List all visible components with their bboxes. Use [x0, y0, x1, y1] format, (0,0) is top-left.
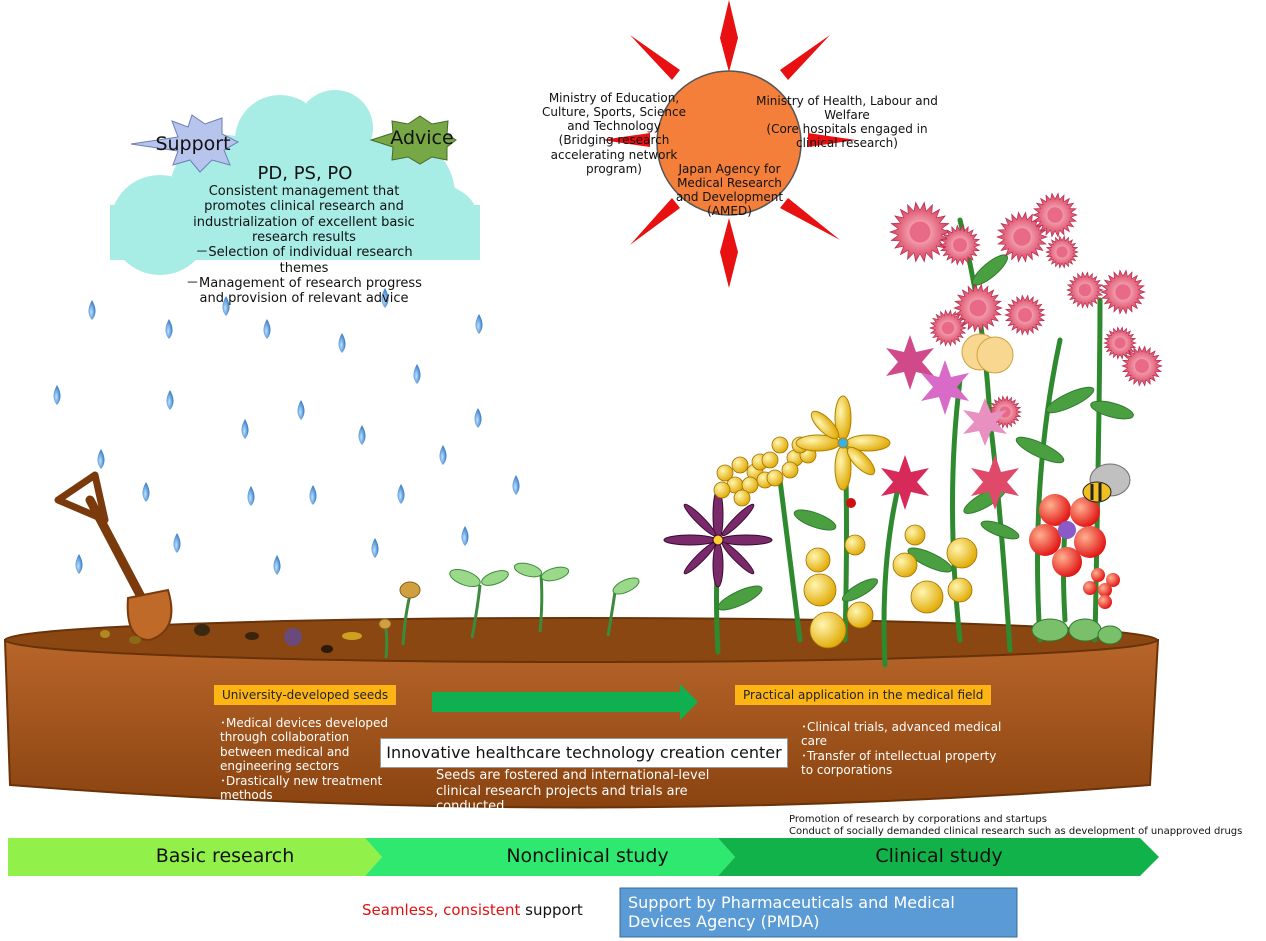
gold-berry [734, 490, 750, 506]
pompom-center [1135, 359, 1149, 373]
gold-fruit [810, 612, 846, 648]
rain-drop [89, 300, 96, 320]
gold-fruit [947, 538, 977, 568]
rain-drop [76, 554, 83, 574]
rain-drop [310, 485, 317, 505]
seamless-support-text: Seamless, consistent support [362, 901, 583, 919]
pompom-center [1115, 284, 1130, 299]
purple-daisy [664, 489, 772, 587]
promotion-notes: Promotion of research by corporations an… [789, 814, 1242, 838]
cloud-description: Consistent management that promotes clin… [180, 184, 428, 307]
advice-badge-label: Advice [382, 127, 462, 149]
gold-fruit [845, 535, 865, 555]
ladybug [846, 498, 856, 508]
rain-drop [298, 400, 305, 420]
pompom-center [910, 222, 931, 243]
gold-berry [767, 470, 783, 486]
gold-berry [732, 457, 748, 473]
pompom-center [953, 238, 967, 252]
gold-fruit [893, 553, 917, 577]
pompom-center [942, 322, 955, 335]
gold-fruit [905, 525, 925, 545]
gold-berry [714, 482, 730, 498]
rain-drop [359, 425, 366, 445]
rain-drop [476, 314, 483, 334]
rain-drop [54, 385, 61, 405]
rain-drops [54, 288, 520, 575]
cloud-title: PD, PS, PO [190, 163, 420, 184]
rain-drop [398, 484, 405, 504]
rain-drop [513, 475, 520, 495]
rain-drop [462, 526, 469, 546]
rain-drop [440, 445, 447, 465]
rain-drop [264, 319, 271, 339]
rain-drop [372, 538, 379, 558]
rain-drop [414, 364, 421, 384]
pmda-text: Support by Pharmaceuticals and Medical D… [628, 893, 1013, 931]
pompom-center [1114, 337, 1125, 348]
support-badge-label: Support [148, 133, 238, 155]
butterfly [962, 334, 1013, 373]
gold-berry [762, 452, 778, 468]
gold-berry [772, 437, 788, 453]
pompom-center [1047, 207, 1062, 222]
rain-drop [248, 486, 255, 506]
rain-drop [475, 408, 482, 428]
red-flowers [1029, 494, 1120, 609]
rain-drop [339, 333, 346, 353]
stage-nonclinical-study: Nonclinical study [430, 845, 745, 867]
innovation-center-box: Innovative healthcare technology creatio… [380, 738, 788, 768]
rain-drop [174, 533, 181, 553]
pompom-center [970, 300, 987, 317]
rain-drop [143, 482, 150, 502]
pompom-center [1018, 308, 1032, 322]
gold-fruit [847, 602, 873, 628]
gold-fruit [911, 581, 943, 613]
gold-fruit [804, 574, 836, 606]
pompom-center [1056, 246, 1067, 257]
shovel [58, 475, 171, 640]
gold-berry [782, 462, 798, 478]
rain-drop [167, 390, 174, 410]
seeds-label: University-developed seeds [214, 685, 396, 705]
bee [1083, 464, 1130, 502]
stage-basic-research: Basic research [90, 845, 360, 867]
rain-drop [242, 419, 249, 439]
mext-label: Ministry of Education,Culture, Sports, S… [538, 91, 690, 176]
rain-drop [98, 449, 105, 469]
rain-drop [274, 555, 281, 575]
pompom-center [1013, 228, 1031, 246]
practical-label: Practical application in the medical fie… [735, 685, 991, 705]
pompom-center [1079, 284, 1092, 297]
innovation-center-description: Seeds are fostered and international-lev… [436, 768, 736, 815]
stage-clinical-study: Clinical study [780, 845, 1098, 867]
rain-drop [166, 319, 173, 339]
yellow-daisy [796, 396, 890, 490]
gold-fruit [948, 578, 972, 602]
gold-fruit [806, 548, 830, 572]
